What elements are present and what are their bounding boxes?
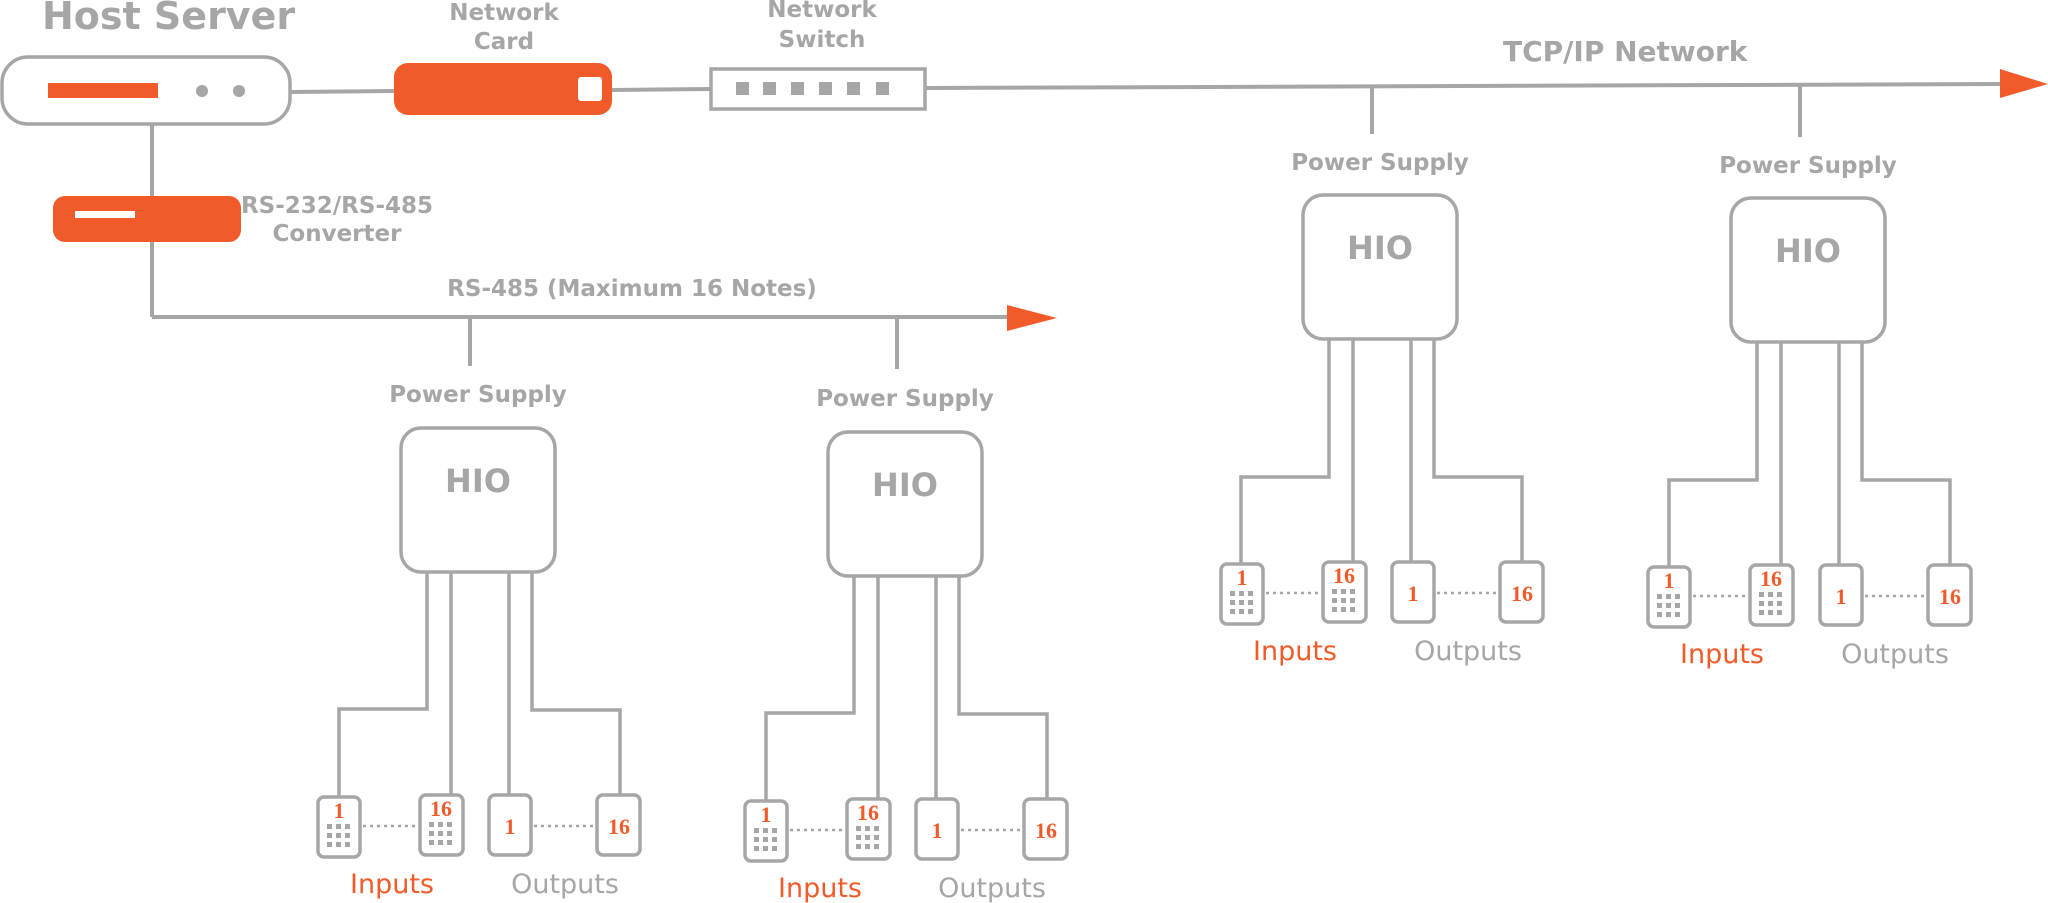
power-supply-label: Power Supply	[1719, 153, 1897, 179]
rs485-bus-label: RS-485 (Maximum 16 Notes)	[447, 276, 817, 302]
input-module-first: 1	[1646, 565, 1692, 629]
output-first-number: 1	[932, 818, 943, 843]
network-card-label-line2: Card	[474, 29, 534, 55]
input-last-number: 16	[430, 796, 452, 821]
output-module-last: 16	[1926, 563, 1973, 627]
hio-device	[1301, 193, 1459, 341]
input-module-first: 1	[743, 799, 789, 863]
rs485-bus-line	[152, 305, 1057, 331]
network-card	[394, 63, 612, 115]
outputs-label: Outputs	[511, 869, 619, 900]
tcpip-arrow-icon	[2000, 69, 2048, 98]
output-last-number: 16	[608, 814, 630, 839]
network-card-port	[578, 77, 602, 101]
input-last-number: 16	[857, 800, 879, 825]
output-module-first: 1	[1818, 563, 1864, 627]
power-supply-label: Power Supply	[816, 386, 994, 412]
hio-title: HIO	[872, 466, 938, 504]
hio-device	[399, 426, 557, 574]
hio-title: HIO	[1347, 229, 1413, 267]
host-led-2	[233, 85, 245, 97]
output-first-number: 1	[1836, 584, 1847, 609]
input-first-number: 1	[1664, 568, 1675, 593]
output-module-first: 1	[914, 797, 960, 861]
output-last-number: 16	[1939, 584, 1961, 609]
network-switch	[709, 67, 927, 111]
output-last-number: 16	[1035, 818, 1057, 843]
input-module-last: 16	[1321, 560, 1368, 624]
host-led-1	[196, 85, 208, 97]
rs485-arrow-icon	[1007, 305, 1057, 331]
outputs-label: Outputs	[938, 873, 1046, 903]
input-first-number: 1	[1237, 565, 1248, 590]
network-switch-label-line2: Switch	[779, 27, 866, 53]
output-module-first: 1	[1390, 560, 1436, 624]
rs232-rs485-converter	[53, 196, 241, 242]
input-module-last: 16	[418, 793, 465, 857]
hio-title: HIO	[445, 462, 511, 500]
inputs-label: Inputs	[1253, 636, 1337, 667]
input-last-number: 16	[1760, 566, 1782, 591]
network-switch-label-line1: Network	[767, 0, 877, 23]
network-card-label-line1: Network	[449, 0, 559, 26]
output-module-last: 16	[1022, 797, 1069, 861]
hio-device	[1729, 196, 1887, 344]
output-last-number: 16	[1511, 581, 1533, 606]
input-module-last: 16	[845, 797, 892, 861]
inputs-label: Inputs	[778, 873, 862, 903]
power-supply-label: Power Supply	[1291, 150, 1469, 176]
host-to-card-link	[289, 89, 395, 94]
output-module-first: 1	[487, 793, 533, 857]
outputs-label: Outputs	[1414, 636, 1522, 667]
input-last-number: 16	[1333, 563, 1355, 588]
card-to-switch-link	[611, 87, 711, 92]
hio-title: HIO	[1775, 232, 1841, 270]
hio-node-2: Power Supply HIO 1 16 1 16 Inputs Output…	[743, 317, 1069, 903]
input-module-last: 16	[1748, 563, 1795, 627]
host-server-label: Host Server	[42, 0, 295, 38]
input-first-number: 1	[334, 798, 345, 823]
inputs-label: Inputs	[1680, 639, 1764, 670]
hio-node-4: Power Supply HIO 1 16 1 16 Inputs Output…	[1646, 85, 1973, 670]
tcpip-network-line	[924, 69, 2048, 98]
output-module-last: 16	[1498, 560, 1545, 624]
input-module-first: 1	[1219, 562, 1265, 626]
input-first-number: 1	[761, 802, 772, 827]
outputs-label: Outputs	[1841, 639, 1949, 670]
hio-node-3: Power Supply HIO 1 16 1 16 Inputs Output…	[1219, 86, 1545, 667]
inputs-label: Inputs	[350, 869, 434, 900]
converter-label-line2: Converter	[273, 221, 403, 247]
output-module-last: 16	[595, 793, 642, 857]
input-module-first: 1	[316, 795, 362, 859]
host-server	[0, 55, 292, 126]
hio-node-1: Power Supply HIO 1 16 1 16 Inputs Output…	[316, 317, 642, 900]
output-first-number: 1	[505, 814, 516, 839]
converter-label-line1: RS-232/RS-485	[241, 193, 433, 219]
host-drive-indicator	[48, 83, 158, 98]
power-supply-label: Power Supply	[389, 382, 567, 408]
tcpip-network-label: TCP/IP Network	[1503, 35, 1749, 68]
hio-device	[826, 430, 984, 578]
output-first-number: 1	[1408, 581, 1419, 606]
